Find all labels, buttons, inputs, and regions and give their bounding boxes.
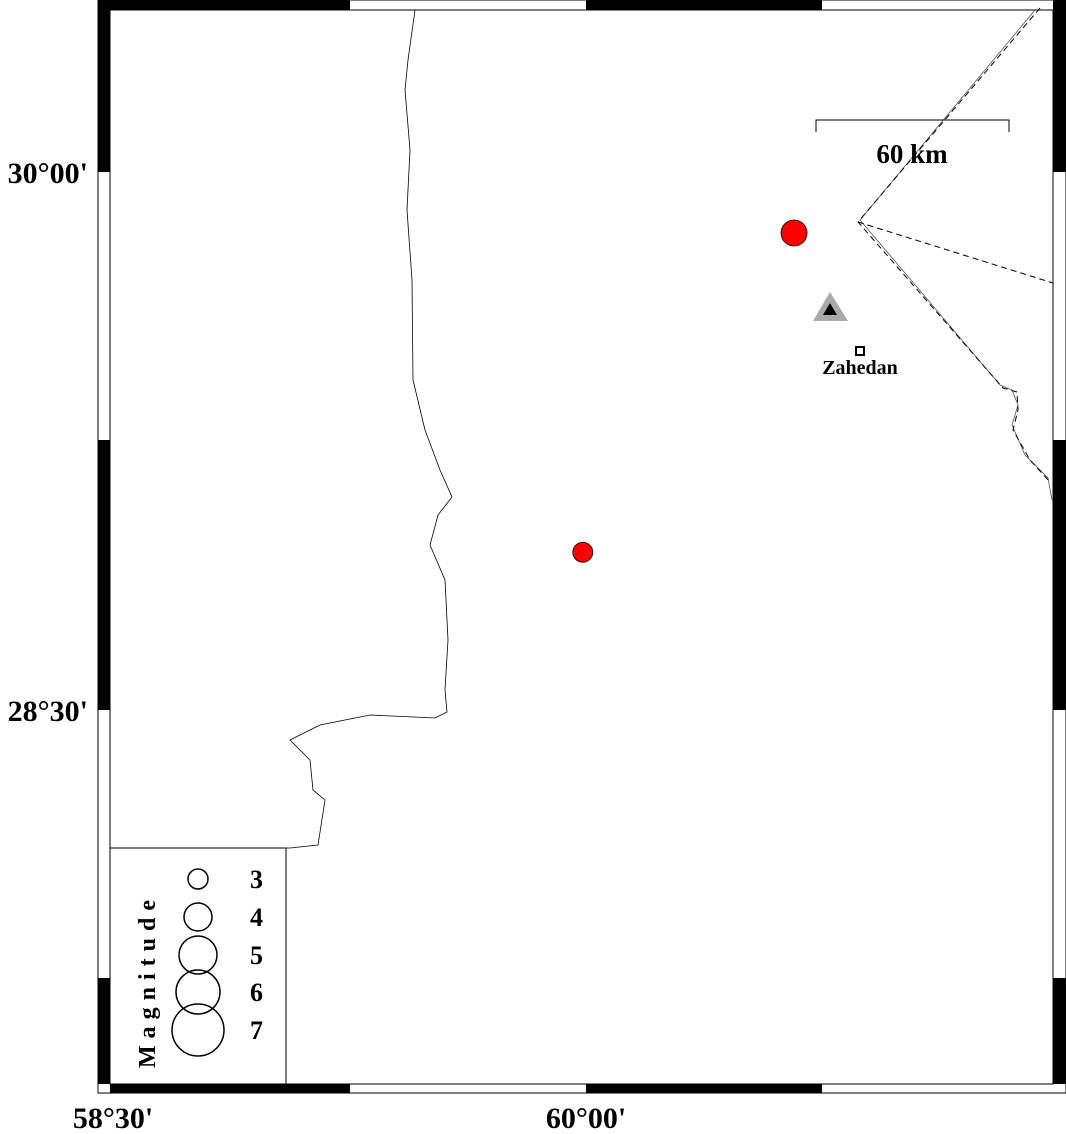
legend-label: 4 [250, 903, 263, 932]
city-marker-icon [855, 346, 865, 356]
legend-label: 7 [250, 1016, 263, 1045]
scale-bar-label: 60 km [876, 139, 948, 169]
province-boundary [110, 9, 453, 849]
legend-label: 3 [250, 865, 263, 894]
legend-circle [171, 1003, 225, 1057]
country-border-dashed [857, 7, 1051, 483]
legend-circle [183, 902, 213, 932]
earthquake-marker [780, 219, 808, 247]
earthquake-marker [572, 541, 594, 563]
legend-circle [187, 868, 209, 890]
lon-label-60: 60°00' [546, 1102, 626, 1134]
lon-label-58-30: 58°30' [73, 1102, 153, 1134]
legend-label: 5 [250, 941, 263, 970]
volcano-icon [813, 292, 848, 321]
lat-label-28-30: 28°30' [8, 695, 88, 728]
scale-bar: 60 km [815, 119, 1010, 169]
frame-bands [98, 0, 1066, 1093]
lat-label-30: 30°00' [8, 157, 88, 190]
map-inner-border [109, 9, 1054, 1085]
country-border [859, 9, 1053, 501]
earthquakes [572, 219, 808, 563]
legend-circle [175, 969, 221, 1015]
legend-label: 6 [250, 978, 263, 1007]
legend-title: Magnitude [135, 893, 161, 1068]
border-dashed-east [857, 221, 1054, 284]
magnitude-legend: Magnitude 3 4 5 6 7 [109, 847, 287, 1085]
city-label: Zahedan [822, 357, 898, 379]
legend-circle [178, 935, 218, 975]
